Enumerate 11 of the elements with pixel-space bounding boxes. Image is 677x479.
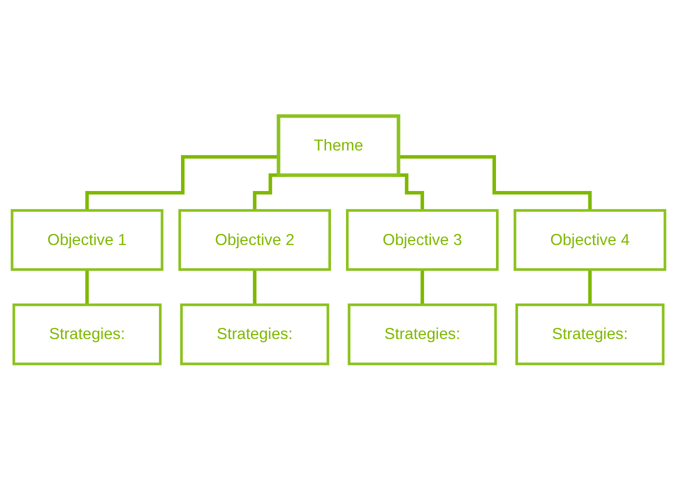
node-box: Objective 4	[514, 208, 666, 270]
node-box: Objective 3	[346, 208, 499, 270]
connector	[398, 154, 592, 212]
node-box: Strategies:	[515, 303, 664, 365]
node-box: Theme	[276, 114, 400, 176]
node-box: Strategies:	[12, 303, 162, 365]
connector	[85, 154, 278, 212]
node-box: Strategies:	[348, 303, 497, 365]
node-box: Strategies:	[180, 303, 330, 365]
node-box: Objective 1	[10, 208, 164, 270]
node-box: Objective 2	[178, 208, 331, 270]
